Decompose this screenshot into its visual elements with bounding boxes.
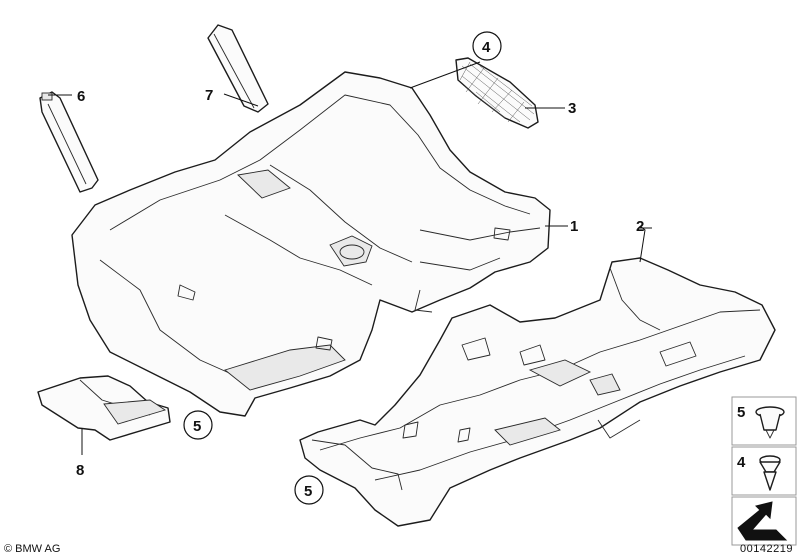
expansion-rivet-icon bbox=[759, 455, 781, 491]
legend-label-4: 4 bbox=[737, 454, 746, 471]
callout-5b-circle bbox=[294, 475, 324, 505]
callout-5a: 5 bbox=[193, 418, 201, 435]
part-8-pad[interactable] bbox=[37, 375, 171, 441]
fastener-legend: 5 4 bbox=[731, 396, 797, 546]
copyright-text: © BMW AG bbox=[4, 543, 61, 555]
callout-1: 1 bbox=[570, 218, 578, 235]
part-1-front-floor-carpet[interactable] bbox=[71, 71, 551, 417]
part-3-mat[interactable] bbox=[455, 57, 539, 129]
callout-5a-circle bbox=[183, 410, 213, 440]
part-6-trim-strip[interactable] bbox=[39, 91, 99, 193]
direction-arrow-icon bbox=[737, 501, 788, 541]
callout-2: 2 bbox=[636, 218, 644, 235]
callout-4: 4 bbox=[482, 39, 491, 56]
legend-box-4 bbox=[731, 446, 797, 496]
diagram-number: 00142219 bbox=[740, 543, 793, 555]
legend-label-5: 5 bbox=[737, 404, 745, 421]
leader-lines bbox=[48, 61, 652, 455]
callout-7: 7 bbox=[205, 87, 213, 104]
part-2-rear-floor-carpet[interactable] bbox=[299, 257, 776, 527]
callout-4-circle bbox=[472, 31, 502, 61]
callout-3: 3 bbox=[568, 100, 576, 117]
callouts: 1 2 3 4 6 7 8 5 5 bbox=[76, 31, 644, 505]
callout-6: 6 bbox=[77, 88, 85, 105]
part-7-trim-strip[interactable] bbox=[207, 24, 269, 113]
push-clip-icon bbox=[755, 406, 785, 439]
callout-8: 8 bbox=[76, 462, 84, 479]
callout-5b: 5 bbox=[304, 483, 312, 500]
